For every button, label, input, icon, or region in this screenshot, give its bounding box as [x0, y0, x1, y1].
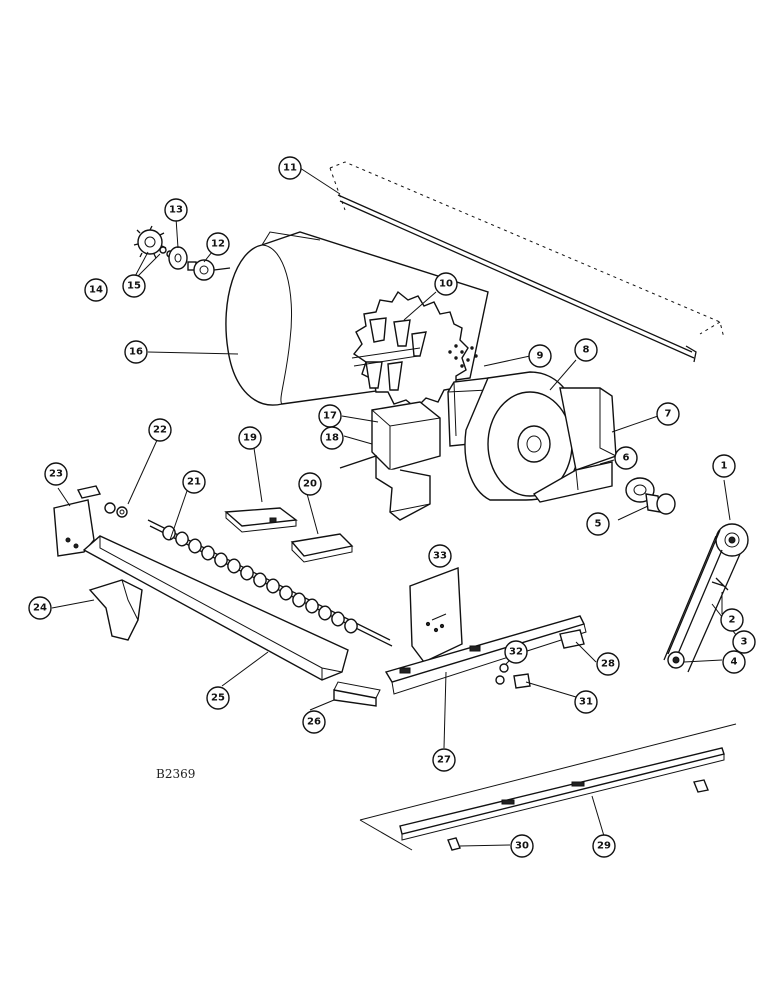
callout-30: 30: [510, 834, 534, 858]
fan-housing-part: [447, 371, 617, 503]
callout-7: 7: [656, 402, 680, 426]
callout-22: 22: [148, 418, 172, 442]
leader-lines: [51, 167, 741, 847]
drive-end-parts: [133, 225, 231, 281]
callout-32: 32: [504, 640, 528, 664]
callout-9: 9: [528, 344, 552, 368]
callout-1: 1: [712, 454, 736, 478]
svg-text:4: 4: [731, 657, 738, 668]
auger-part: [104, 502, 393, 647]
callout-14: 14: [84, 278, 108, 302]
callout-24: 24: [28, 596, 52, 620]
svg-text:25: 25: [211, 693, 225, 704]
svg-text:18: 18: [325, 433, 339, 444]
svg-text:16: 16: [129, 347, 143, 358]
callout-10: 10: [434, 272, 458, 296]
lower-channel-part: [384, 567, 587, 695]
callout-26: 26: [302, 710, 326, 734]
callout-29: 29: [592, 834, 616, 858]
callout-17: 17: [318, 404, 342, 428]
svg-text:14: 14: [89, 285, 103, 296]
callout-25: 25: [206, 686, 230, 710]
svg-text:22: 22: [153, 425, 167, 436]
svg-text:15: 15: [127, 281, 141, 292]
auger-trough-part: [53, 485, 381, 707]
callout-13: 13: [164, 198, 188, 222]
callout-23: 23: [44, 462, 68, 486]
callout-5: 5: [586, 512, 610, 536]
svg-text:10: 10: [439, 279, 453, 290]
callout-31: 31: [574, 690, 598, 714]
svg-text:31: 31: [579, 697, 593, 708]
top-shaft-part: [329, 161, 725, 363]
callout-3: 3: [732, 630, 756, 654]
callout-18: 18: [320, 426, 344, 450]
callout-20: 20: [298, 472, 322, 496]
callout-21: 21: [182, 470, 206, 494]
svg-text:20: 20: [303, 479, 317, 490]
cover-plates-part: [224, 507, 354, 563]
figure-reference: B2369: [156, 767, 195, 781]
svg-text:28: 28: [601, 659, 615, 670]
chain-drive-part: [625, 477, 749, 673]
callout-11: 11: [278, 156, 302, 180]
svg-text:3: 3: [741, 637, 748, 648]
callout-2: 2: [720, 608, 744, 632]
svg-text:7: 7: [665, 409, 672, 420]
svg-text:17: 17: [323, 411, 337, 422]
svg-text:27: 27: [437, 755, 451, 766]
svg-text:12: 12: [211, 239, 225, 250]
svg-text:26: 26: [307, 717, 321, 728]
svg-text:24: 24: [33, 603, 47, 614]
callout-4: 4: [722, 650, 746, 674]
callout-28: 28: [596, 652, 620, 676]
callout-27: 27: [432, 748, 456, 772]
svg-text:11: 11: [283, 163, 297, 174]
callout-12: 12: [206, 232, 230, 256]
svg-text:29: 29: [597, 841, 611, 852]
svg-text:30: 30: [515, 841, 529, 852]
callout-33: 33: [428, 544, 452, 568]
svg-text:21: 21: [187, 477, 201, 488]
long-channel-part: [359, 723, 737, 851]
callout-6: 6: [614, 446, 638, 470]
callout-15: 15: [122, 274, 146, 298]
svg-text:19: 19: [243, 433, 257, 444]
svg-text:9: 9: [537, 351, 544, 362]
svg-text:23: 23: [49, 469, 63, 480]
svg-text:8: 8: [583, 345, 590, 356]
svg-text:33: 33: [433, 551, 447, 562]
discharge-chute-part: [339, 401, 441, 521]
svg-text:2: 2: [729, 615, 736, 626]
svg-text:1: 1: [721, 461, 728, 472]
svg-text:5: 5: [595, 519, 602, 530]
callout-8: 8: [574, 338, 598, 362]
cylinder-part: [225, 231, 489, 409]
callout-16: 16: [124, 340, 148, 364]
svg-text:6: 6: [623, 453, 630, 464]
svg-text:32: 32: [509, 647, 523, 658]
callout-19: 19: [238, 426, 262, 450]
svg-text:13: 13: [169, 205, 183, 216]
